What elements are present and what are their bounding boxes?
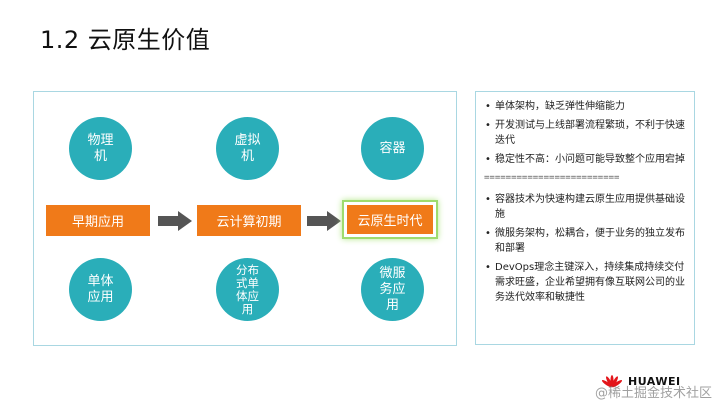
arrow-right-icon xyxy=(307,211,341,231)
list-item: 开发测试与上线部署流程繁琐，不利于快速迭代 xyxy=(484,118,686,148)
monolith-app-circle: 单体 应用 xyxy=(69,258,132,321)
evolution-diagram: 物理 机 虚拟 机 容器 早期应用 云计算初期 云原生时代 单体 应用 分布 式… xyxy=(33,91,457,346)
distributed-monolith-circle: 分布 式单 体应 用 xyxy=(216,258,279,321)
before-list: 单体架构，缺乏弹性伸缩能力 开发测试与上线部署流程繁琐，不利于快速迭代 稳定性不… xyxy=(484,99,686,167)
list-item: 容器技术为快速构建云原生应用提供基础设施 xyxy=(484,192,686,222)
list-item: 微服务架构，松耦合，便于业务的独立发布和部署 xyxy=(484,226,686,256)
after-list: 容器技术为快速构建云原生应用提供基础设施 微服务架构，松耦合，便于业务的独立发布… xyxy=(484,192,686,305)
arrow-right-icon xyxy=(158,211,192,231)
list-item: DevOps理念主键深入，持续集成持续交付需求旺盛，企业希望拥有像互联网公司的业… xyxy=(484,260,686,305)
virtual-machine-circle: 虚拟 机 xyxy=(216,117,279,180)
physical-machine-circle: 物理 机 xyxy=(69,117,132,180)
container-circle: 容器 xyxy=(361,117,424,180)
list-item: 单体架构，缺乏弹性伸缩能力 xyxy=(484,99,686,114)
brand-name: HUAWEI xyxy=(628,375,681,388)
watermark: @稀土掘金技术社区 xyxy=(594,386,712,401)
notes-panel: 单体架构，缺乏弹性伸缩能力 开发测试与上线部署流程繁琐，不利于快速迭代 稳定性不… xyxy=(475,91,695,345)
list-item: 稳定性不高：小问题可能导致整个应用宕掉 xyxy=(484,152,686,167)
cloud-native-era-box: 云原生时代 xyxy=(344,202,436,237)
huawei-logo-icon xyxy=(601,375,623,388)
microservice-app-circle: 微服 务应 用 xyxy=(361,258,424,321)
early-app-box: 早期应用 xyxy=(46,205,150,236)
divider-line: ========================= xyxy=(484,173,620,183)
early-cloud-box: 云计算初期 xyxy=(197,205,301,236)
page-title: 1.2 云原生价值 xyxy=(40,26,211,54)
